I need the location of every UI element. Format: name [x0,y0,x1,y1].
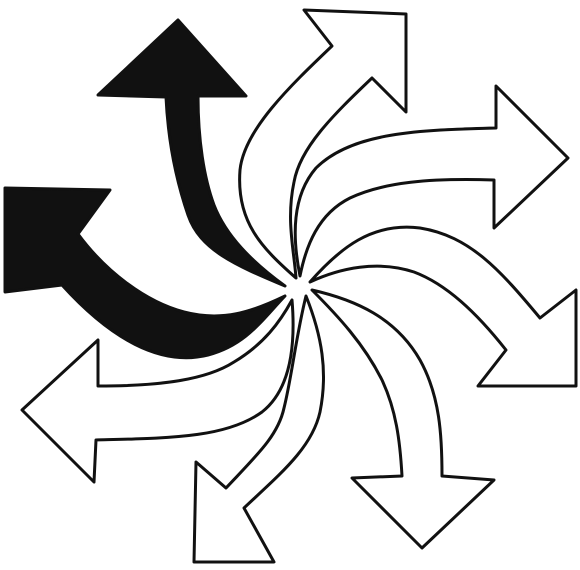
arrow-left-filled-shape [5,188,285,358]
arrow-down-outline-shape [312,290,494,548]
arrow-down-outline [312,290,494,548]
arrow-left-filled [5,188,285,358]
